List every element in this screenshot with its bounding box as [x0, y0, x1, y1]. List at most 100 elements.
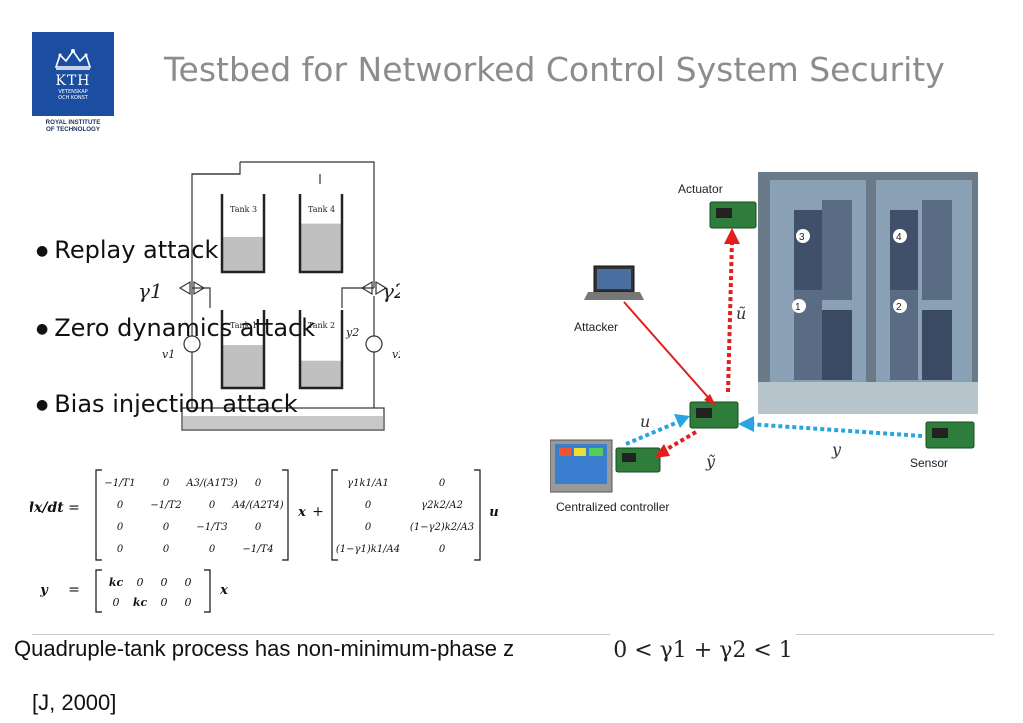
bullet-item: ●Replay attack: [36, 236, 219, 264]
bullet-item: ●Bias injection attack: [36, 390, 298, 418]
matrix-a-cell: 0: [163, 544, 170, 555]
matrix-bracket: [95, 469, 289, 561]
kth-logo: KTH VETENSKAP OCH KONST ROYAL INSTITUTE …: [32, 32, 114, 137]
tank-wall: [298, 194, 344, 274]
y2-label: y2: [345, 326, 359, 339]
laptop-icon: [584, 265, 644, 300]
quadruple-tank-diagram: Tank 3 Tank 4 Tank 1 Tank 2 γ1 γ2 v1 v2 y2: [138, 161, 400, 431]
matrix-a-cell: 0: [117, 522, 124, 533]
sensor-board-icon: [925, 421, 975, 449]
matrix-bracket: [95, 569, 211, 613]
eq-sign: =: [68, 500, 80, 516]
gamma1-label: γ1: [138, 279, 163, 303]
matrix-a-cell: A4/(A2T4): [231, 500, 283, 511]
gamma2-label: γ2: [382, 279, 400, 303]
state-space-equations: dx/dt=−1/T10A3/(A1T3)00−1/T20A4/(A2T4)00…: [24, 462, 510, 622]
y-label: y: [832, 440, 842, 459]
y-tilde-arrow: [660, 430, 698, 454]
matrix-a-cell: 0: [255, 478, 262, 489]
matrix-b-cell: 0: [439, 478, 446, 489]
gamma-condition: 0 < γ1 + γ2 < 1: [610, 630, 796, 670]
matrix-c-cell: kc: [109, 576, 124, 589]
eq-u: u: [489, 505, 498, 520]
matrix-a-cell: 0: [163, 522, 170, 533]
matrix-a-cell: −1/T1: [104, 478, 135, 489]
citation: [J, 2000]: [32, 690, 117, 715]
eq-plus: +: [312, 504, 324, 520]
matrix-a-cell: A3/(A1T3): [185, 478, 237, 489]
matrix-a-cell: 0: [209, 500, 216, 511]
matrix-c-cell: 0: [185, 576, 192, 589]
matrix-a-cell: 0: [255, 522, 262, 533]
tank-water: [301, 223, 341, 272]
bullet-label: Replay attack: [54, 236, 219, 264]
pipe-left: [191, 162, 241, 296]
matrix-b-cell: 0: [365, 500, 372, 511]
matrix-bracket: [331, 469, 481, 561]
matrix-c-cell: kc: [133, 596, 148, 609]
eq-lhs-y: y: [39, 583, 49, 598]
reservoir-water: [183, 416, 383, 429]
matrix-b-cell: (1−γ2)k2/A3: [410, 522, 474, 533]
attacker-arrow: [623, 301, 715, 405]
tank-water: [223, 345, 263, 388]
tank-label: Tank 2: [308, 321, 335, 330]
tank-label: Tank 1: [230, 321, 257, 330]
logo-name: KTH: [55, 73, 91, 89]
eq-x: x: [297, 505, 306, 520]
bullet-item: ●Zero dynamics attack: [36, 314, 316, 342]
controller-panel-icon: [550, 439, 613, 493]
pipe-top: [240, 161, 375, 288]
y-arrow: [747, 422, 923, 438]
equation-graphic: dx/dt=−1/T10A3/(A1T3)00−1/T20A4/(A2T4)00…: [24, 469, 499, 613]
reservoir: [181, 407, 385, 431]
eq-x: x: [219, 583, 228, 598]
logo-institute: ROYAL INSTITUTE OF TECHNOLOGY: [45, 119, 101, 133]
tank-label: Tank 4: [308, 205, 335, 214]
page-title: Testbed for Networked Control System Sec…: [164, 50, 945, 89]
tank-label: Tank 3: [230, 205, 257, 214]
controller-board-icon: [615, 447, 661, 473]
matrix-c-cell: 0: [113, 596, 120, 609]
pump-2: [365, 335, 383, 353]
matrix-c-cell: 0: [185, 596, 192, 609]
matrix-a-cell: −1/T4: [242, 544, 273, 555]
v1-label: v1: [162, 348, 175, 361]
tank-wall: [220, 310, 266, 390]
u-tilde-label: ũ: [736, 304, 747, 323]
matrix-c-cell: 0: [137, 576, 144, 589]
photo-tank-3: 3: [799, 232, 805, 243]
controller-label: Centralized controller: [556, 500, 670, 514]
matrix-c-cell: 0: [161, 596, 168, 609]
u-tilde-arrow: [726, 239, 734, 393]
matrix-a-cell: −1/T2: [150, 500, 181, 511]
divider: [32, 634, 994, 635]
tank-wall: [298, 310, 344, 390]
footnote-text: Quadruple-tank process has non-minimum-p…: [14, 636, 515, 661]
tank-water: [301, 360, 341, 388]
matrix-b-cell: γ2k2/A2: [421, 500, 463, 511]
photo-tank-1: 1: [795, 302, 801, 313]
bullet-label: Zero dynamics attack: [54, 314, 316, 342]
v2-label: v2: [392, 348, 400, 361]
testbed-figure: 3 4 1 2: [550, 172, 978, 493]
y-tilde-label: ỹ: [706, 452, 716, 471]
actuator-board-icon: [709, 201, 757, 229]
logo-subline: VETENSKAP OCH KONST: [58, 89, 88, 101]
bullet-label: Bias injection attack: [54, 390, 298, 418]
matrix-b-cell: 0: [365, 522, 372, 533]
crown-icon: [54, 49, 92, 70]
matrix-a-cell: 0: [163, 478, 170, 489]
u-label: u: [640, 412, 651, 431]
matrix-b-cell: 0: [439, 544, 446, 555]
photo-tank-4: 4: [896, 232, 902, 243]
router-board-icon: [689, 401, 739, 429]
sensor-label: Sensor: [910, 456, 949, 470]
eq-lhs-dxdt: dx/dt: [30, 500, 64, 516]
matrix-a-cell: 0: [117, 544, 124, 555]
matrix-a-cell: −1/T3: [196, 522, 227, 533]
attacker-label: Attacker: [574, 320, 619, 334]
photo-tank-2: 2: [896, 302, 902, 313]
matrix-c-cell: 0: [161, 576, 168, 589]
tank-wall: [220, 194, 266, 274]
